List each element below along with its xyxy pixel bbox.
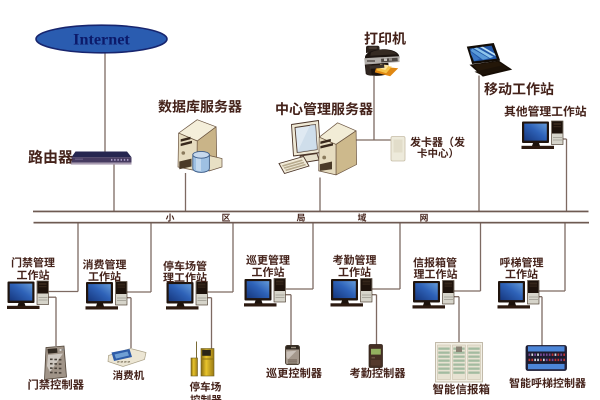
svg-text:Internet: Internet (73, 30, 130, 48)
